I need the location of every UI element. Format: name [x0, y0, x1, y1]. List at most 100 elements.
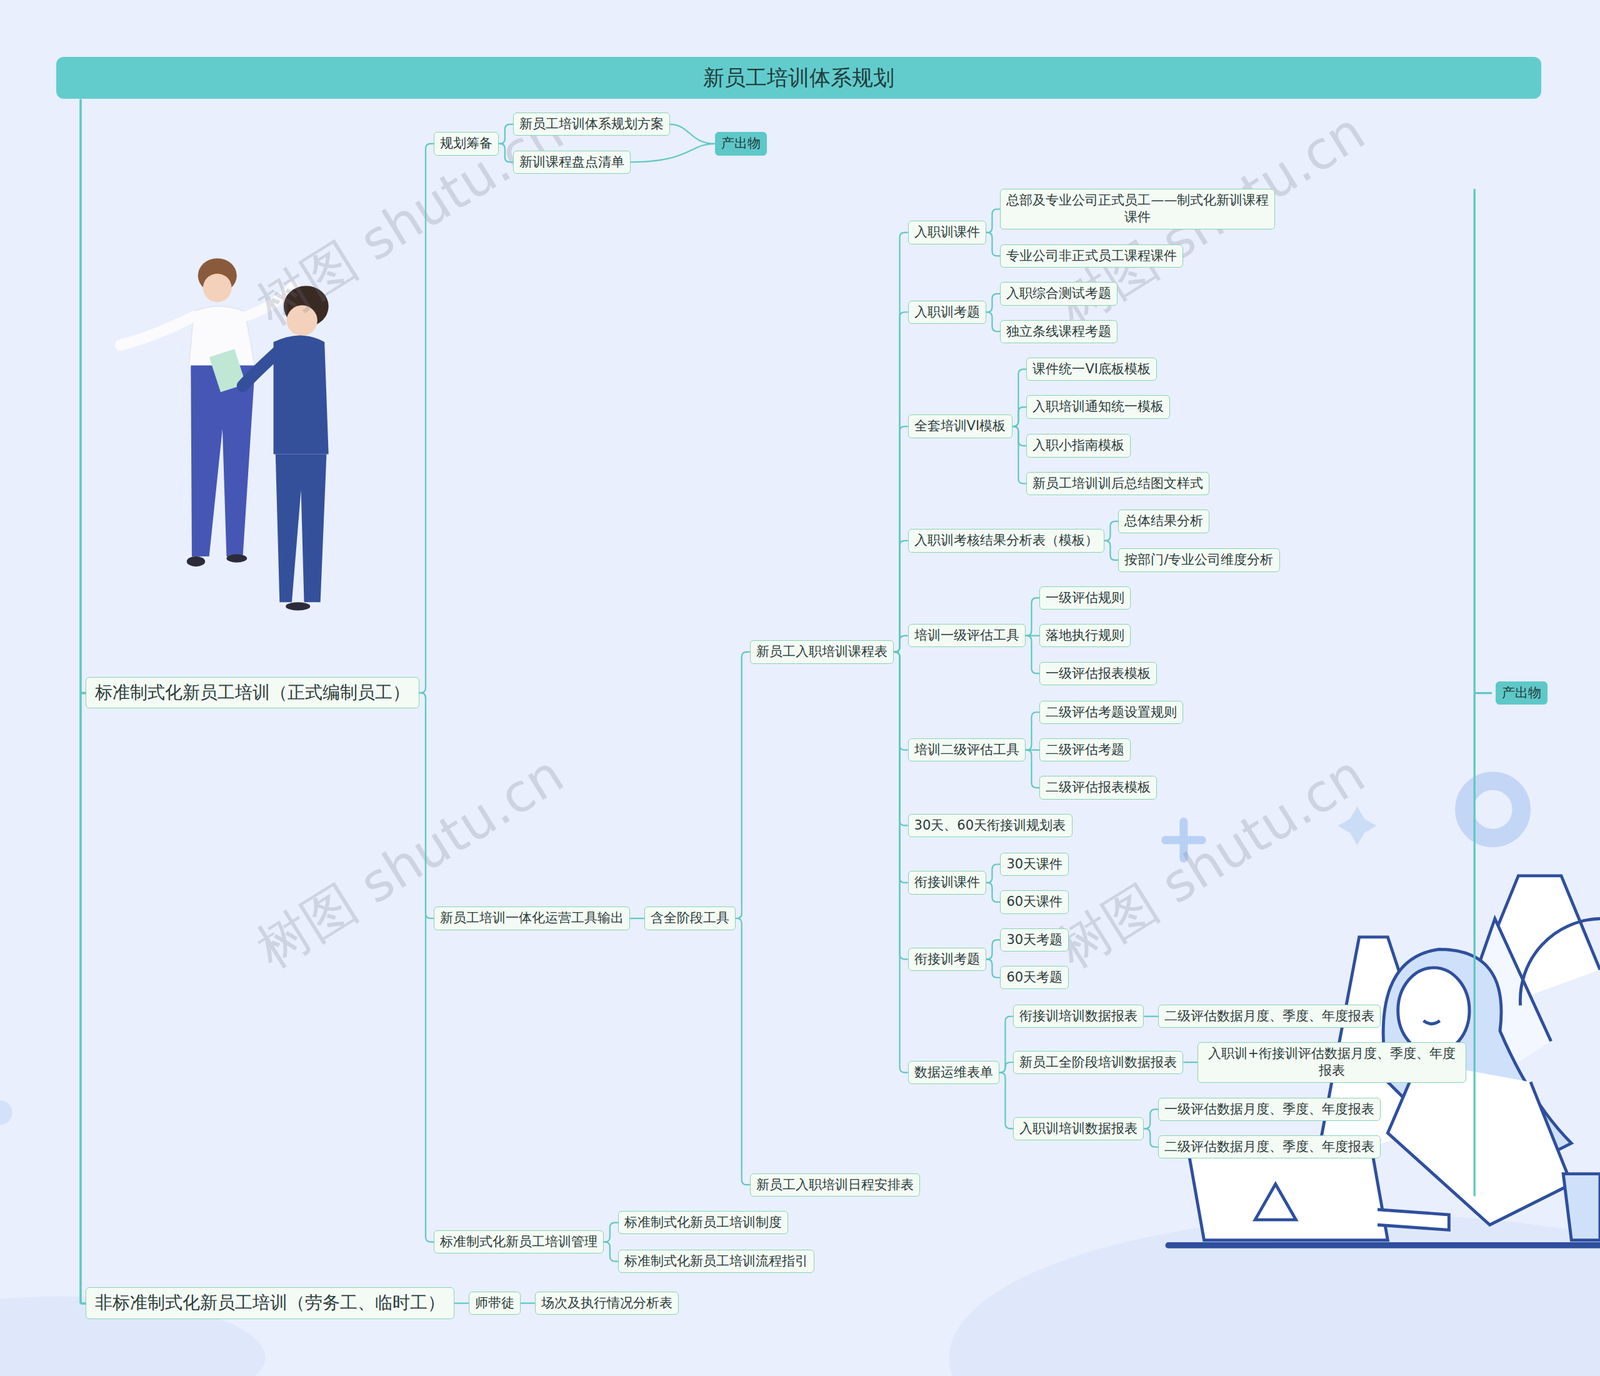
topic-box: 标准制式化新员工培训（正式编制员工） — [85, 676, 420, 709]
connector — [1012, 426, 1027, 484]
connector — [893, 651, 909, 883]
topic-text: 师带徒 — [475, 1295, 515, 1310]
topic-text: 独立条线课程考题 — [1006, 323, 1112, 339]
topic-text: 二级评估考题 — [1045, 741, 1125, 757]
topic-box: 课件统一VI底板模板 — [1026, 357, 1157, 381]
topic-box: 二级评估考题 — [1039, 738, 1131, 762]
connector — [986, 958, 1001, 977]
topic-text: 按部门/专业公司维度分析 — [1124, 551, 1274, 567]
illustration-part — [1168, 1241, 1600, 1249]
trunk-line — [80, 98, 86, 1304]
topic-text: 衔接训培训数据报表 — [1019, 1008, 1138, 1024]
illustration-part — [1423, 1020, 1440, 1024]
connector — [893, 651, 909, 826]
connector — [1025, 635, 1040, 674]
topic-box: 入职训考题 — [908, 300, 987, 324]
topic-text: 衔接训考题 — [914, 951, 980, 967]
topic-box: 师带徒 — [468, 1291, 521, 1315]
topic-box: 入职培训通知统一模板 — [1026, 395, 1170, 419]
topic-text: 60天课件 — [1006, 893, 1063, 909]
topic-text: 课件统一VI底板模板 — [1032, 361, 1151, 377]
topic-box: 一级评估规则 — [1039, 586, 1131, 610]
connector — [1025, 750, 1040, 788]
topic-box: 入职综合测试考题 — [1000, 281, 1118, 305]
connector — [1143, 1128, 1159, 1147]
connector — [735, 918, 750, 1185]
topic-text: 新员工入职培训日程安排表 — [756, 1176, 914, 1192]
connector — [498, 143, 514, 162]
connector — [986, 311, 1001, 332]
connector — [893, 426, 909, 652]
connector — [735, 651, 750, 919]
illustration-part — [1188, 1153, 1388, 1240]
topic-text: 标准制式化新员工培训管理 — [440, 1233, 598, 1249]
illustration-part — [226, 554, 247, 563]
topic-box: 新训课程盘点清单 — [513, 150, 631, 174]
topic-text: 新员工培训一体化运营工具输出 — [440, 910, 624, 925]
topic-text: 落地执行规则 — [1045, 627, 1125, 643]
connector — [986, 293, 1001, 312]
connector — [520, 1301, 535, 1304]
topic-text: 新员工入职培训课程表 — [756, 643, 888, 659]
topic-text: 30天、60天衔接训规划表 — [914, 817, 1066, 833]
illustration-part — [275, 454, 327, 603]
illustration-part — [285, 601, 310, 610]
topic-text: 标准制式化新员工培训（正式编制员工） — [95, 681, 410, 703]
output-tag: 产出物 — [715, 131, 767, 155]
topic-text: 新员工培训训后总结图文样式 — [1032, 475, 1204, 491]
connector — [986, 863, 1001, 882]
topic-box: 总部及专业公司正式员工——制式化新训课程课件 — [1000, 188, 1275, 230]
illustration-part — [120, 316, 195, 345]
illustration-part — [1398, 967, 1470, 1054]
connector — [893, 651, 909, 959]
connector — [630, 917, 645, 919]
connector — [1143, 1108, 1159, 1129]
illustration-part — [1520, 918, 1600, 1005]
topic-text: 一级评估数据月度、季度、年度报表 — [1164, 1101, 1375, 1117]
illustration-part — [1387, 1061, 1572, 1225]
topic-text: 标准制式化新员工培训制度 — [624, 1214, 782, 1230]
topic-text: 新员工全阶段培训数据报表 — [1019, 1054, 1177, 1070]
topic-text: 全套培训VI模板 — [914, 418, 1007, 434]
topic-box: 新员工入职培训课程表 — [750, 640, 894, 664]
illustration-part — [243, 351, 279, 386]
topic-box: 新员工全阶段培训数据报表 — [1013, 1050, 1184, 1074]
connector — [419, 143, 434, 693]
watermark: 树图 shutu.cn — [244, 739, 578, 985]
topic-box: 新员工入职培训日程安排表 — [750, 1173, 920, 1197]
connector — [986, 939, 1001, 959]
topic-text: 新员工培训体系规划方案 — [519, 116, 664, 132]
topic-text: 产出物 — [721, 135, 761, 151]
topic-text: 60天考题 — [1006, 969, 1063, 985]
summary-bracket — [1474, 188, 1492, 1196]
title-text: 新员工培训体系规划 — [703, 63, 895, 93]
connector — [419, 692, 434, 1242]
topic-box: 独立条线课程考题 — [1000, 320, 1118, 344]
topic-box: 新员工培训一体化运营工具输出 — [433, 906, 630, 930]
topic-text: 总体结果分析 — [1124, 513, 1204, 529]
topic-box: 一级评估报表模板 — [1039, 661, 1157, 685]
topic-box: 二级评估数据月度、季度、年度报表 — [1158, 1135, 1381, 1159]
illustration-part — [1563, 1173, 1600, 1240]
connector — [454, 1301, 469, 1304]
illustration-part — [1255, 1183, 1296, 1220]
topic-box: 衔接训考题 — [908, 947, 987, 971]
connector — [986, 208, 1001, 232]
topic-box: 新员工培训体系规划方案 — [513, 112, 670, 136]
topic-box: 场次及执行情况分析表 — [535, 1291, 679, 1315]
connector — [498, 124, 514, 144]
topic-text: 入职小指南模板 — [1032, 437, 1125, 453]
topic-box: 60天考题 — [1000, 965, 1069, 989]
topic-box: 全套培训VI模板 — [908, 414, 1013, 438]
topic-text: 总部及专业公司正式员工——制式化新训课程课件 — [1006, 192, 1269, 225]
topic-box: 二级评估数据月度、季度、年度报表 — [1158, 1004, 1381, 1028]
connector — [893, 311, 909, 652]
topic-box: 30天课件 — [1000, 852, 1069, 876]
connector — [1183, 1061, 1198, 1063]
topic-box: 含全阶段工具 — [644, 906, 736, 930]
topic-text: 入职训考核结果分析表（模板） — [914, 532, 1099, 548]
topic-text: 二级评估报表模板 — [1045, 779, 1151, 795]
connector — [1104, 521, 1119, 541]
title-bar: 新员工培训体系规划 — [56, 56, 1542, 99]
